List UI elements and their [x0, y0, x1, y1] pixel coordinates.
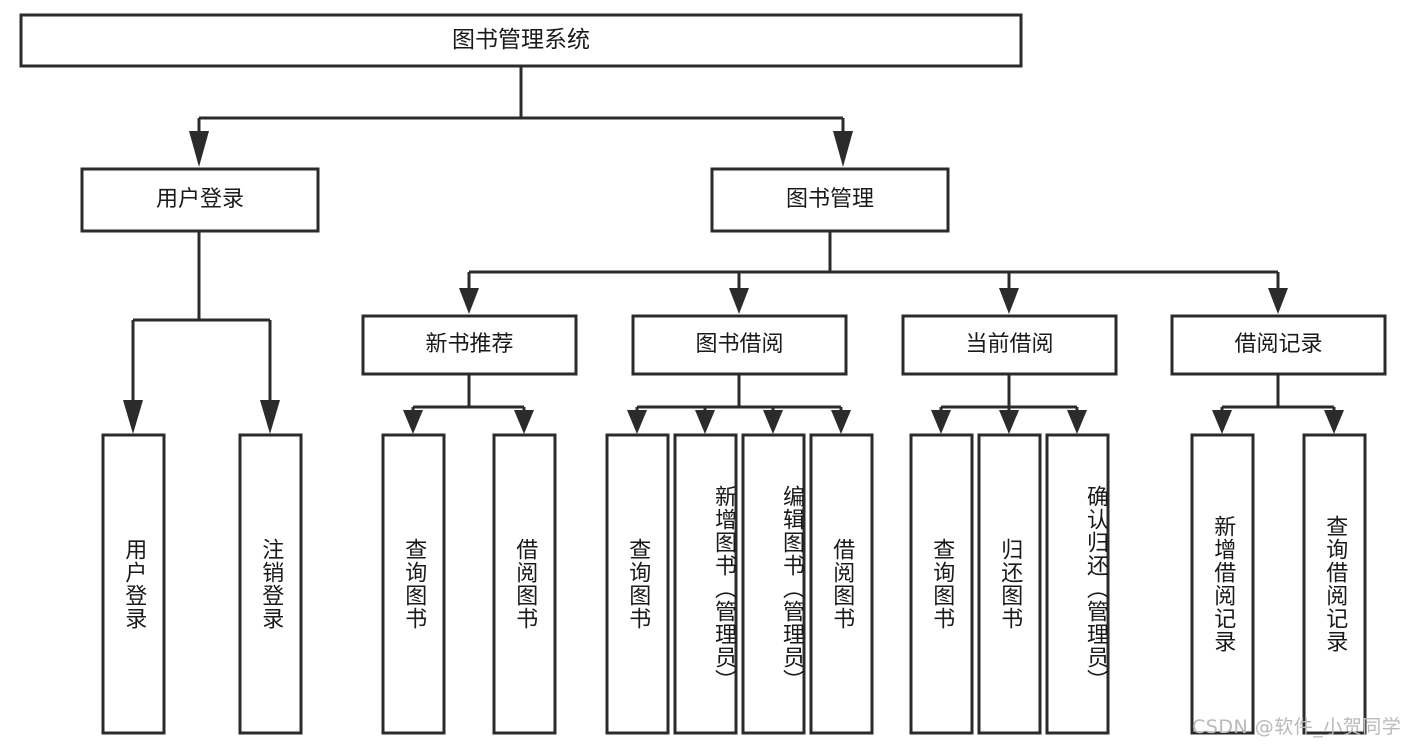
arrowhead-leaf-logout [260, 400, 280, 434]
arrowhead-br-leaf-2 [1324, 410, 1344, 434]
arrowhead-new-book-recommend [459, 288, 479, 314]
node-root-label: 图书管理系统 [452, 27, 590, 53]
arrowhead-leaf-user-login [123, 400, 143, 434]
leaf-label-cb-return-book: 归还图书 [997, 538, 1023, 630]
leaf-label-bb-add-book: 新增图书（管理员） [711, 484, 736, 692]
node-root-box[interactable] [19, 13, 1023, 68]
leaf-label-user-login: 用户登录 [121, 538, 147, 630]
leaf-box-br-add-record[interactable] [1190, 433, 1255, 735]
leaf-label-nbr-borrow-book: 借阅图书 [512, 538, 538, 630]
arrowhead-bb-leaf-1 [627, 410, 647, 434]
arrowhead-current-borrow [999, 288, 1019, 314]
leaf-label-bb-borrow-book: 借阅图书 [829, 538, 855, 630]
node-current-borrow-label: 当前借阅 [965, 332, 1054, 357]
arrowhead-borrow-record [1268, 288, 1288, 314]
arrowhead-book-manage [833, 131, 853, 167]
node-new-book-recommend-box[interactable] [361, 314, 578, 376]
leaf-label-logout: 注销登录 [258, 538, 284, 630]
leaf-box-logout[interactable] [238, 433, 303, 735]
node-current-borrow-box[interactable] [901, 314, 1118, 376]
leaf-box-br-query-record[interactable] [1302, 433, 1367, 735]
leaf-box-cb-confirm-return[interactable] [1045, 433, 1110, 735]
arrowhead-nbr-leaf-2 [514, 410, 534, 434]
arrowhead-cb-leaf-1 [931, 410, 951, 434]
leaf-label-br-add-record: 新增借阅记录 [1210, 515, 1236, 653]
arrowhead-user-login [189, 131, 209, 167]
node-book-manage-box[interactable] [710, 167, 950, 233]
leaf-label-cb-confirm-return: 确认归还（管理员） [1083, 484, 1108, 692]
arrowhead-bb-leaf-3 [763, 410, 783, 434]
node-book-borrow-box[interactable] [631, 314, 848, 376]
leaf-label-bb-query-book: 查询图书 [625, 538, 651, 630]
leaf-label-cb-query-book: 查询图书 [929, 538, 955, 630]
leaf-box-nbr-borrow-book[interactable] [492, 433, 557, 735]
node-book-manage-label: 图书管理 [785, 187, 874, 212]
arrowhead-cb-leaf-3 [1067, 410, 1087, 434]
arrowhead-bb-leaf-4 [831, 410, 851, 434]
arrowhead-cb-leaf-2 [999, 410, 1019, 434]
arrowhead-br-leaf-1 [1212, 410, 1232, 434]
leaf-box-user-login[interactable] [101, 433, 166, 735]
leaf-box-nbr-query-book[interactable] [381, 433, 446, 735]
leaf-box-bb-query-book[interactable] [605, 433, 670, 735]
leaf-label-bb-edit-book: 编辑图书（管理员） [779, 484, 804, 692]
leaf-box-cb-return-book[interactable] [977, 433, 1042, 735]
node-book-borrow-label: 图书借阅 [695, 332, 784, 357]
leaf-label-br-query-record: 查询借阅记录 [1322, 515, 1348, 653]
arrowhead-book-borrow [729, 288, 749, 314]
leaf-box-cb-query-book[interactable] [909, 433, 974, 735]
node-user-login-box[interactable] [80, 167, 320, 233]
leaf-box-bb-add-book[interactable] [673, 433, 738, 735]
node-user-login-label: 用户登录 [155, 187, 244, 212]
node-borrow-record-label: 借阅记录 [1234, 332, 1323, 357]
leaf-label-nbr-query-book: 查询图书 [401, 538, 427, 630]
arrowhead-nbr-leaf-1 [403, 410, 423, 434]
arrowhead-bb-leaf-2 [695, 410, 715, 434]
node-new-book-recommend-label: 新书推荐 [425, 332, 514, 357]
leaf-box-bb-edit-book[interactable] [741, 433, 806, 735]
leaf-box-bb-borrow-book[interactable] [809, 433, 874, 735]
